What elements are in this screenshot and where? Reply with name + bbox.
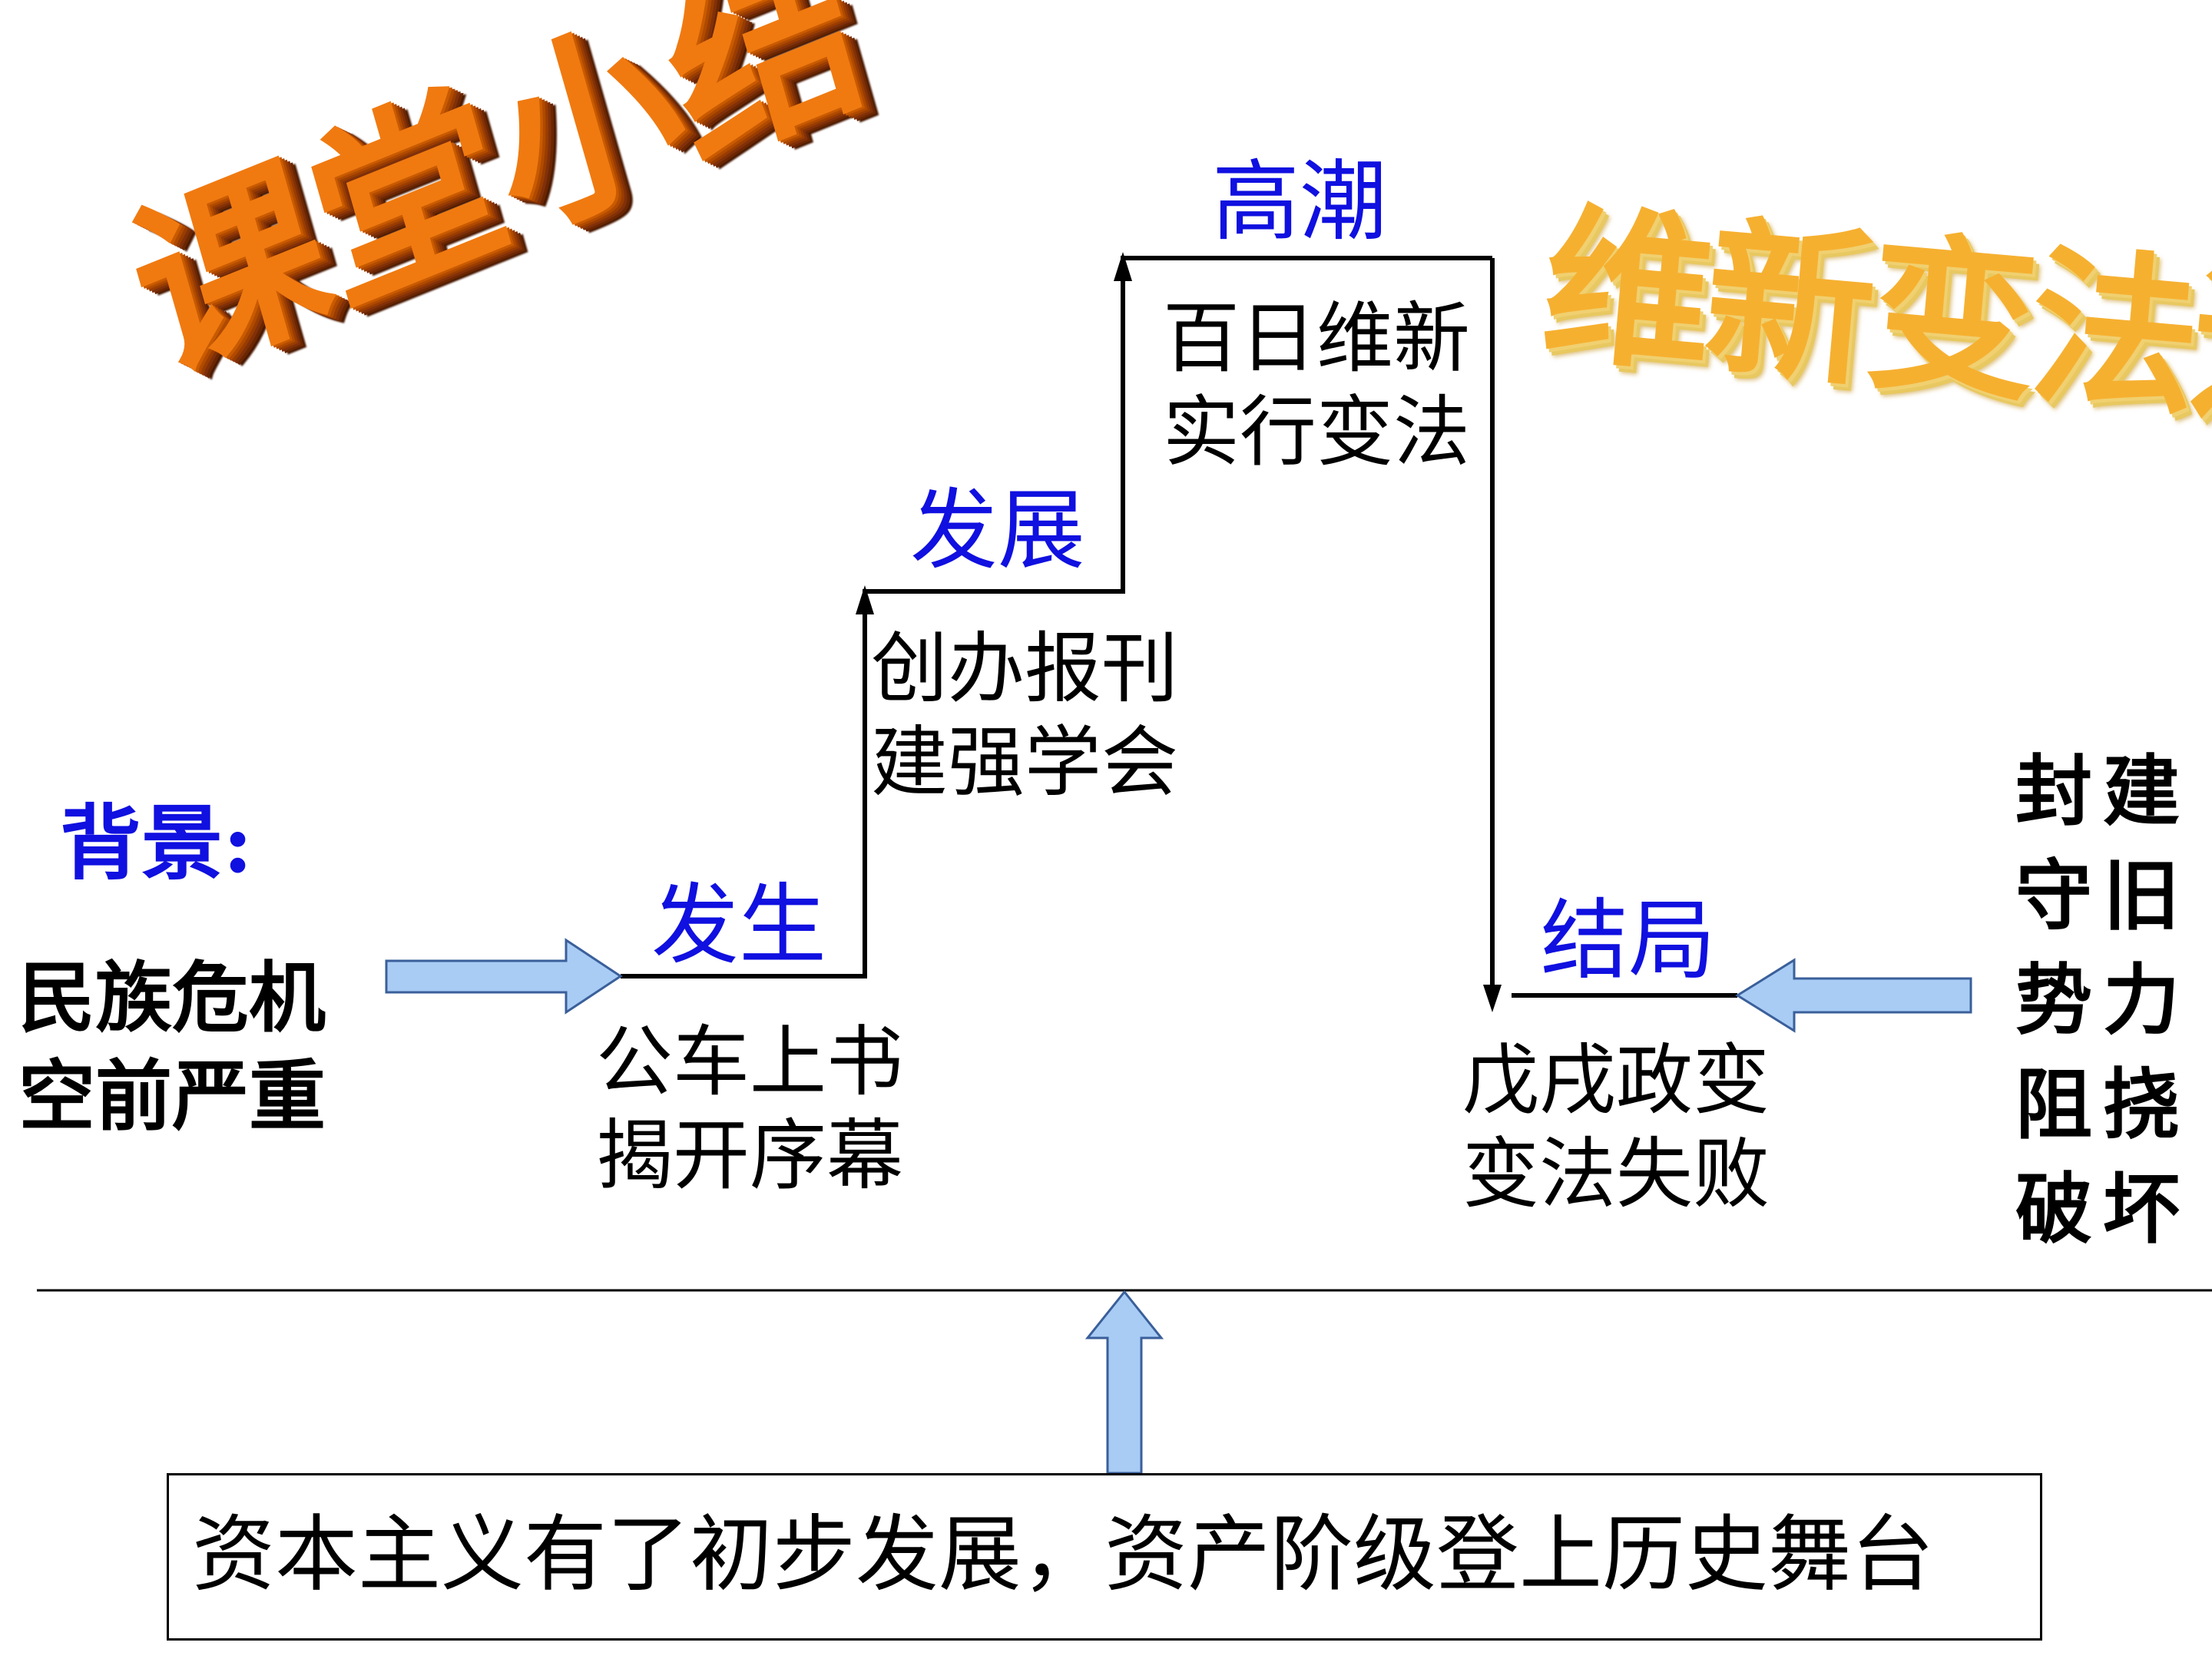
background-text: 民族危机 空前严重	[18, 949, 326, 1145]
opposition-text: 封建 守旧 势力 阻挠 破坏	[2015, 739, 2190, 1261]
stage-occur-line-2: 揭开序幕	[596, 1111, 903, 1200]
stage-develop-line-2: 建强学会	[871, 717, 1178, 807]
opposition-line-1: 封建	[2015, 746, 2190, 836]
block-arrow-opposition	[1735, 958, 1972, 1033]
foundation-text: 资本主义有了初步发展，资产阶级登上历史舞台	[192, 1507, 1935, 1603]
stage-climax-line-1: 百日维新	[1163, 293, 1470, 383]
opposition-line-4: 阻挠	[2015, 1059, 2190, 1150]
stage-outcome-line-2: 变法失败	[1462, 1129, 1770, 1219]
stage-outcome-line-1: 戊戌政变	[1462, 1035, 1770, 1125]
stage-develop-label: 发展	[910, 479, 1086, 581]
arrow-tip-develop	[856, 585, 874, 614]
stage-occur-label: 发生	[651, 874, 827, 976]
arrow-tip-climax	[1114, 252, 1132, 281]
stage-climax-text: 百日维新 实行变法	[1163, 292, 1470, 479]
stage-occur-text: 公车上书 揭开序幕	[596, 1015, 903, 1203]
background-line-1: 民族危机	[18, 952, 326, 1043]
stage-outcome-text: 戊戌政变 变法失败	[1462, 1034, 1770, 1221]
opposition-line-5: 破坏	[2015, 1164, 2190, 1254]
foundation-box: 资本主义有了初步发展，资产阶级登上历史舞台	[167, 1473, 2042, 1641]
block-arrow-background	[385, 938, 623, 1015]
opposition-line-2: 守旧	[2015, 850, 2190, 941]
stage-occur-line-1: 公车上书	[596, 1017, 903, 1107]
stage-develop-line-1: 创办报刊	[871, 624, 1178, 714]
opposition-line-3: 势力	[2015, 955, 2190, 1045]
stage-climax-line-2: 实行变法	[1163, 387, 1470, 477]
background-line-2: 空前严重	[18, 1051, 326, 1141]
background-label: 背景:	[60, 795, 253, 891]
stage-outcome-label: 结局	[1541, 889, 1717, 992]
arrow-tip-outcome	[1483, 985, 1502, 1012]
step-line-rise	[621, 256, 1492, 979]
stage-develop-text: 创办报刊 建强学会	[871, 622, 1178, 810]
block-arrow-foundation	[1084, 1290, 1164, 1475]
stage-climax-label: 高潮	[1212, 151, 1388, 253]
